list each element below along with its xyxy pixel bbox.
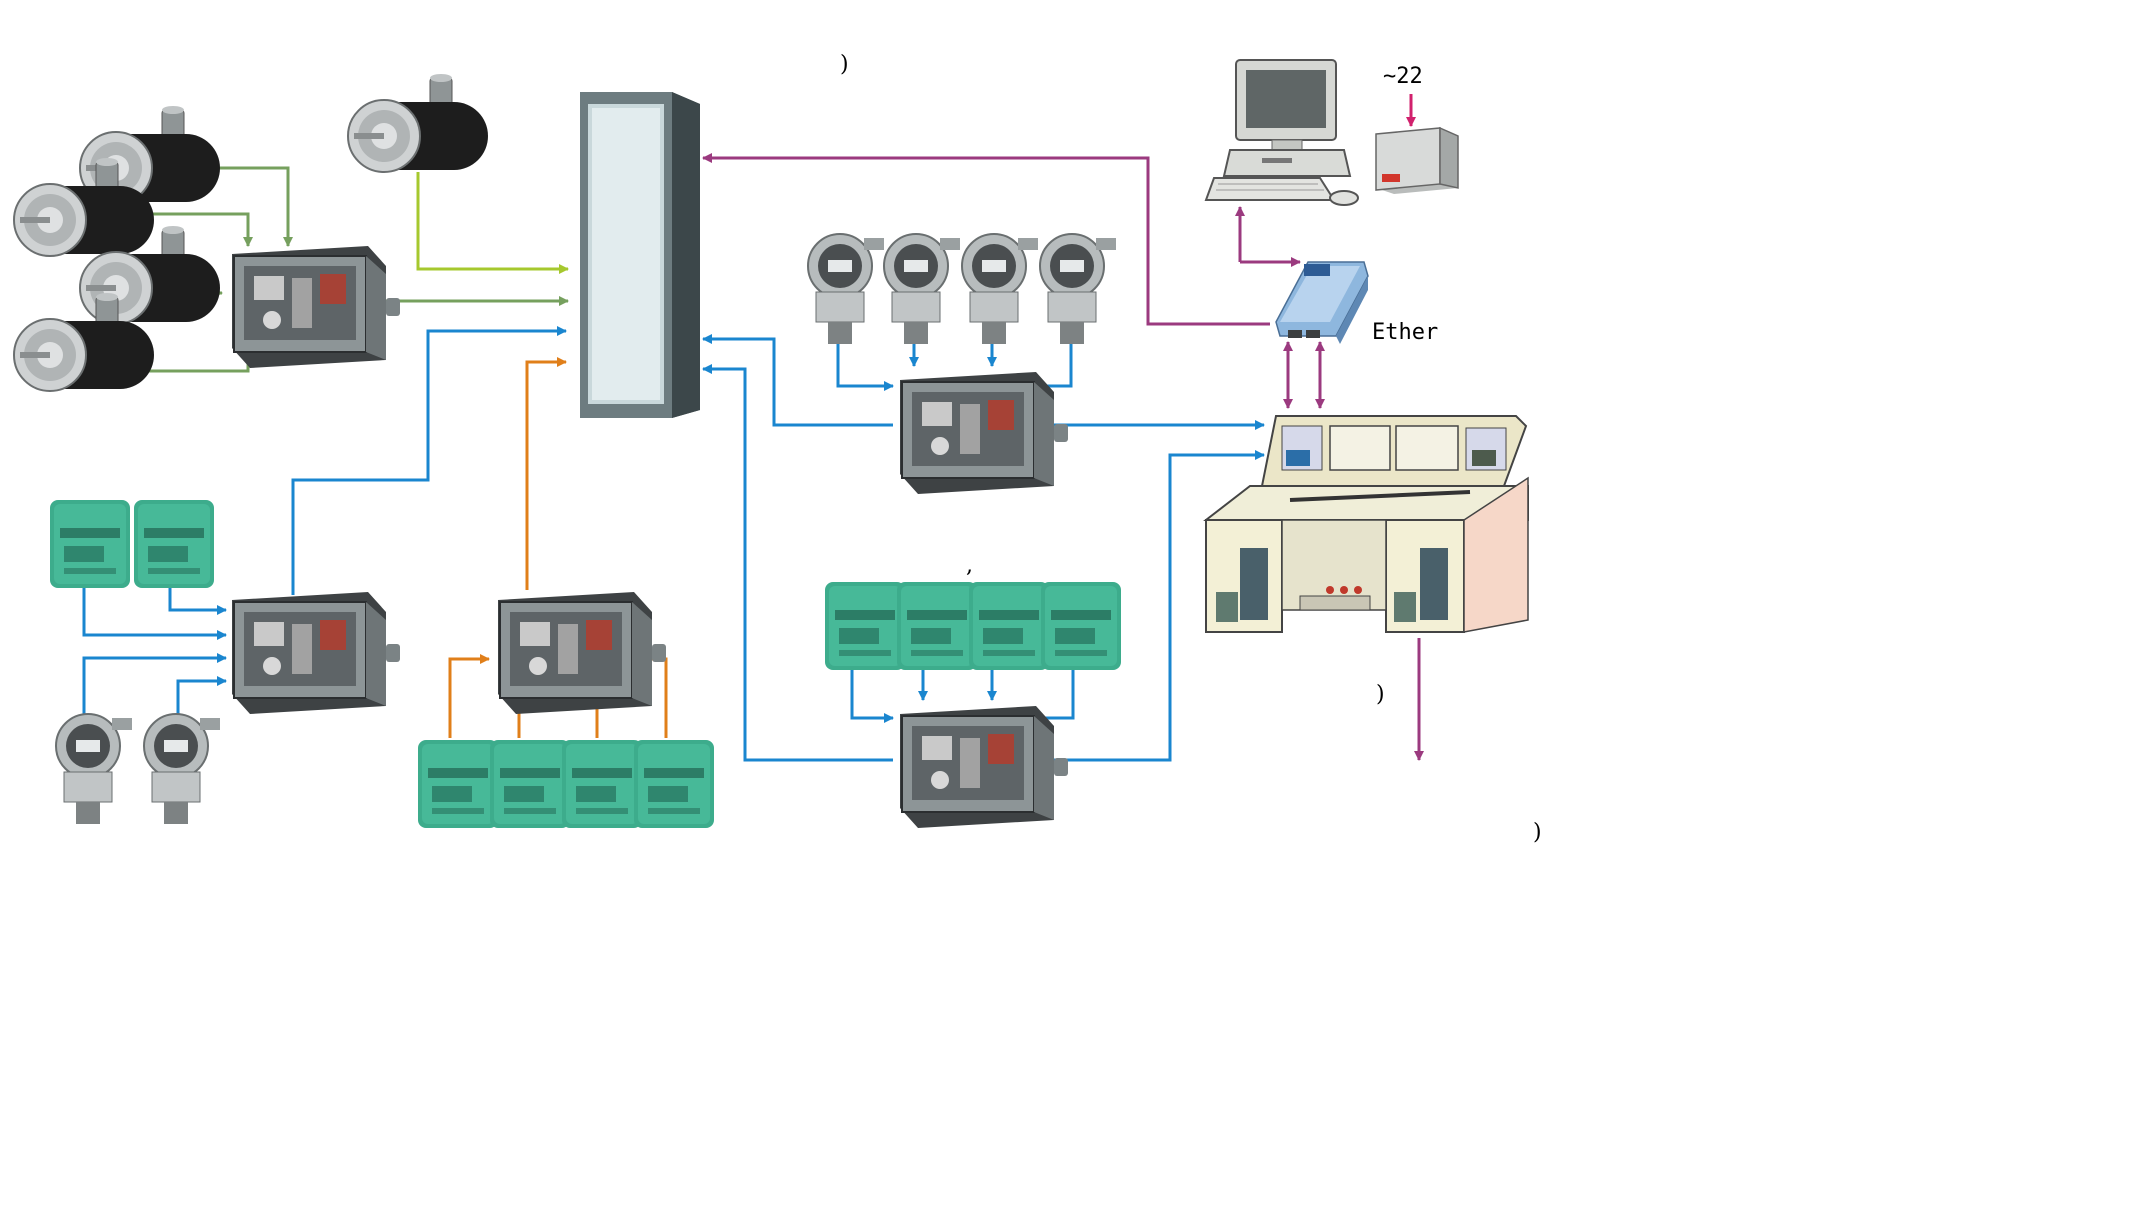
control-console-icon	[1203, 415, 1529, 633]
inductive-sensor-icon	[562, 740, 642, 828]
computer-icon	[1204, 59, 1359, 206]
pressure-transmitter-icon	[961, 233, 1039, 345]
inductive-sensor-icon	[897, 582, 977, 670]
transmitter-link-2	[176, 676, 227, 720]
encoder-icon	[347, 73, 489, 173]
inductive-sensor-icon	[134, 500, 214, 588]
junction-box-icon	[231, 591, 401, 715]
adam-module-icon	[1275, 261, 1369, 344]
inductive-sensor-icon	[634, 740, 714, 828]
network-label: Ether	[1372, 320, 1439, 345]
sensor-link-1	[82, 585, 227, 640]
encoder-link-2	[108, 212, 253, 247]
junction-box-icon	[497, 591, 667, 715]
cabinet-icon	[580, 92, 700, 418]
ptx-link-1	[836, 330, 894, 391]
pressure-transmitter-icon	[883, 233, 961, 345]
stray-mark: )	[840, 52, 849, 77]
junction-box-icon	[899, 371, 1069, 495]
pressure-transmitter-icon	[1039, 233, 1117, 345]
stray-mark: ,	[966, 553, 973, 578]
inductive-sensor-icon	[825, 582, 905, 670]
sensor-box-to-cabinet	[702, 364, 893, 762]
junction-box-icon	[899, 705, 1069, 829]
orange-box-to-cabinet	[525, 357, 567, 590]
inductive-sensor-icon	[1041, 582, 1121, 670]
pressure-transmitter-icon	[143, 713, 221, 825]
ptx-box-to-cabinet	[702, 334, 893, 427]
sensor-box-to-console	[1032, 450, 1265, 762]
sensor-link-2	[168, 585, 227, 615]
orange-link-1	[448, 654, 490, 738]
ups-icon	[1375, 126, 1459, 194]
pressure-transmitter-icon	[55, 713, 133, 825]
left-box-to-cabinet	[291, 326, 567, 595]
inductive-sensor-icon	[969, 582, 1049, 670]
inductive-sensor-icon	[490, 740, 570, 828]
inductive-sensor-icon	[418, 740, 498, 828]
ups-voltage-label: ~22	[1383, 64, 1423, 89]
single-encoder-to-cabinet	[416, 172, 569, 274]
connection-lines	[82, 94, 1424, 762]
transmitter-link-1	[82, 653, 227, 722]
adam-to-cabinet	[702, 153, 1270, 326]
stray-mark: )	[1533, 820, 1542, 845]
junction-box-icon	[231, 245, 401, 369]
inductive-sensor-icon	[50, 500, 130, 588]
sensor-rlink-1	[850, 652, 894, 723]
pressure-transmitter-icon	[807, 233, 885, 345]
stray-mark: )	[1376, 682, 1385, 707]
